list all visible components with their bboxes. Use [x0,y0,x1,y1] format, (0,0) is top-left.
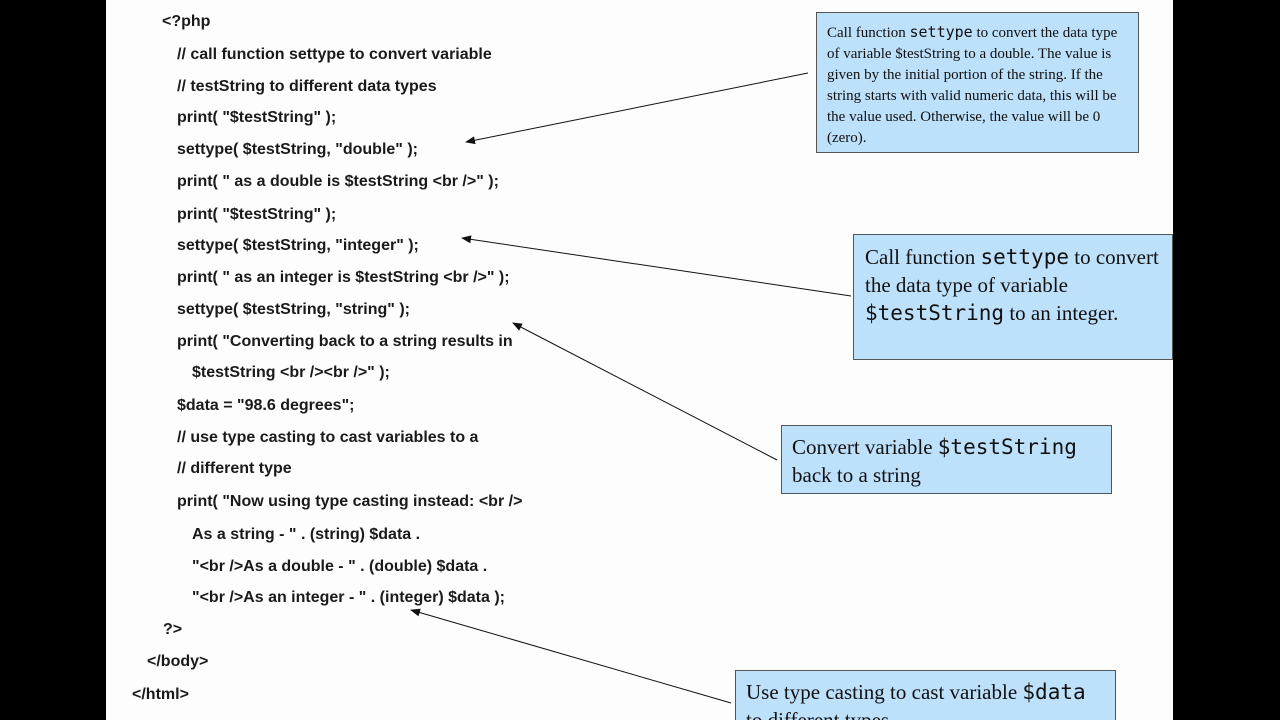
code-line: "<br />As a double - " . (double) $data … [192,558,488,575]
code-line: ?> [163,621,183,638]
code-line: // call function settype to convert vari… [177,46,492,63]
callout-code: $testString [865,301,1005,325]
arrow-double [465,72,809,145]
code-line: $testString <br /><br />" ); [192,364,390,381]
code-line: <?php [162,13,211,30]
code-line: As a string - " . (string) $data . [192,526,421,543]
code-line: settype( $testString, "string" ); [177,301,410,318]
callout-convert-string: Convert variable $testString back to a s… [781,425,1112,494]
callout-text: to convert the data type of variable $te… [827,25,1118,146]
code-line: // use type casting to cast variables to… [177,429,479,446]
code-line: print( " as a double is $testString <br … [177,173,499,190]
callout-code: settype [909,23,973,41]
callout-text: to convert the data type of variable [865,245,1159,297]
callout-settype-integer: Call function settype to convert the dat… [853,234,1173,360]
code-line: print( " as an integer is $testString <b… [177,269,510,286]
callout-code: $data [1022,680,1086,704]
code-line: settype( $testString, "double" ); [177,141,418,158]
code-line: print( "Now using type casting instead: … [177,493,523,510]
callout-code: $testString [937,435,1077,459]
code-line: "<br />As an integer - " . (integer) $da… [192,589,506,606]
code-line: // different type [177,460,292,477]
arrow-string [512,322,778,461]
code-line: </html> [132,686,189,703]
code-line: settype( $testString, "integer" ); [177,237,419,254]
arrow-casting [410,608,732,704]
callout-settype-double: Call function settype to convert the dat… [816,12,1139,153]
callout-text: Use type casting to cast variable [746,680,1023,704]
code-line: </body> [147,653,209,670]
code-line: print( "$testString" ); [177,206,337,223]
callout-text: to different types [746,708,890,720]
callout-type-casting: Use type casting to cast variable $data … [735,670,1116,720]
callout-text: Call function [827,25,910,41]
code-line: $data = "98.6 degrees"; [177,397,355,414]
callout-text: back to a string [792,463,921,487]
code-line: print( "Converting back to a string resu… [177,333,513,350]
code-line: print( "$testString" ); [177,109,337,126]
callout-text: Call function [865,245,981,269]
callout-text: to an integer. [1004,301,1119,325]
callout-text: Convert variable [792,435,938,459]
code-line: // testString to different data types [177,78,437,95]
callout-code: settype [980,245,1069,269]
slide: <?php // call function settype to convert… [106,0,1173,720]
arrow-integer [461,235,852,297]
